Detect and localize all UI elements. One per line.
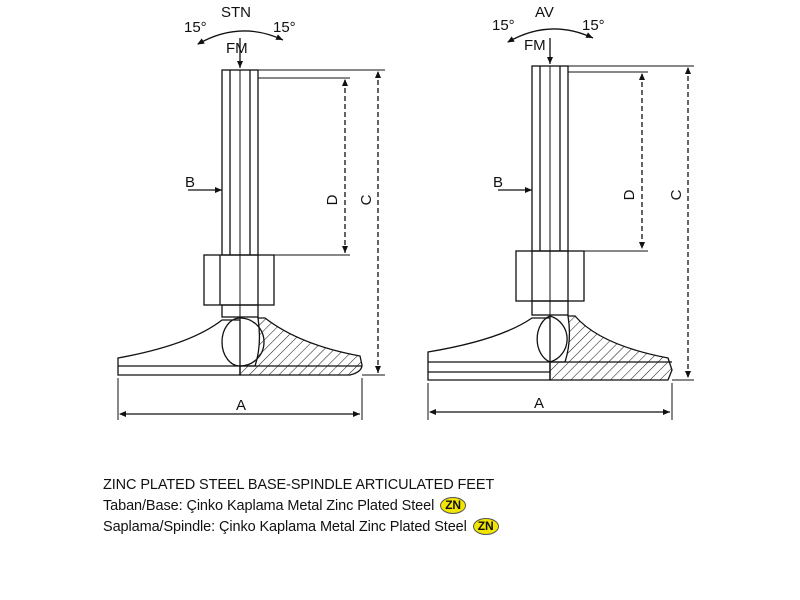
dim-b-label: B	[185, 174, 195, 191]
foot-drawing-av	[427, 28, 694, 420]
caption-spindle-line: Saplama/Spindle: Çinko Kaplama Metal Zin…	[103, 516, 499, 538]
foot-labels-stn: STN 15° 15° FM B D C A	[184, 4, 375, 414]
zn-badge: ZN	[472, 518, 499, 535]
angle-right-label: 15°	[582, 17, 605, 34]
force-label: FM	[226, 40, 248, 57]
dim-a-label: A	[534, 395, 544, 412]
zn-badge: ZN	[440, 497, 466, 514]
dim-c-label: C	[358, 194, 375, 205]
caption-base-text: Taban/Base: Çinko Kaplama Metal Zinc Pla…	[103, 498, 435, 514]
tilt-arc	[197, 30, 284, 45]
model-label: AV	[535, 4, 554, 21]
foot-labels-av: AV 15° 15° FM B D C A	[492, 4, 685, 412]
dim-b-label: B	[493, 174, 503, 191]
caption-base-line: Taban/Base: Çinko Kaplama Metal Zinc Pla…	[103, 495, 466, 517]
caption-spindle-text: Saplama/Spindle: Çinko Kaplama Metal Zin…	[103, 519, 467, 535]
base-section	[239, 317, 363, 376]
dim-d-label: D	[621, 189, 638, 200]
force-label: FM	[524, 37, 546, 54]
base-outline	[427, 317, 551, 381]
ball-joint	[549, 315, 568, 363]
angle-right-label: 15°	[273, 19, 296, 36]
dim-a-label: A	[236, 397, 246, 414]
model-label: STN	[221, 4, 251, 21]
caption-title: ZINC PLATED STEEL BASE-SPINDLE ARTICULAT…	[103, 477, 495, 493]
tilt-arc	[507, 28, 594, 43]
hex-nut	[203, 254, 275, 306]
dim-c-label: C	[668, 189, 685, 200]
base-outline	[117, 319, 241, 376]
foot-drawing-stn	[117, 30, 385, 420]
angle-left-label: 15°	[184, 19, 207, 36]
dim-d-label: D	[324, 194, 341, 205]
angle-left-label: 15°	[492, 17, 515, 34]
base-section	[549, 315, 673, 381]
